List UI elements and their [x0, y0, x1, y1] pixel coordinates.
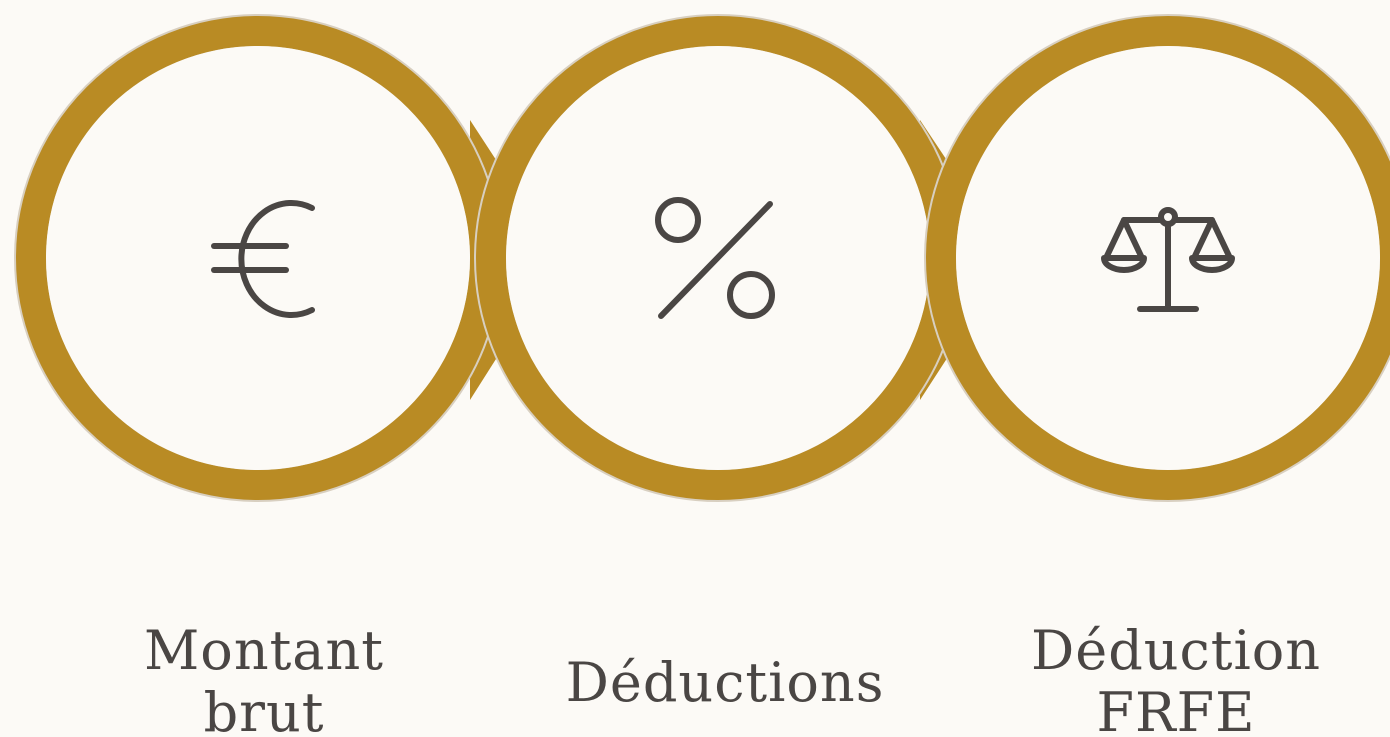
step-1-ring [14, 14, 560, 502]
step-3-label-line-2: FRFE [1096, 681, 1256, 737]
step-3-label-line-1: Déduction [1030, 619, 1322, 682]
step-2-label: Déductions [515, 652, 935, 714]
percent-icon [655, 197, 775, 319]
step-1-label: Montant brut [54, 620, 474, 737]
step-3-label: Déduction FRFE [966, 620, 1386, 737]
scales-icon [1101, 207, 1235, 312]
step-2-label-line-1: Déductions [565, 651, 885, 714]
euro-icon [211, 200, 315, 318]
step-1-label-line-1: Montant [144, 619, 384, 682]
step-1-label-line-2: brut [203, 681, 325, 737]
